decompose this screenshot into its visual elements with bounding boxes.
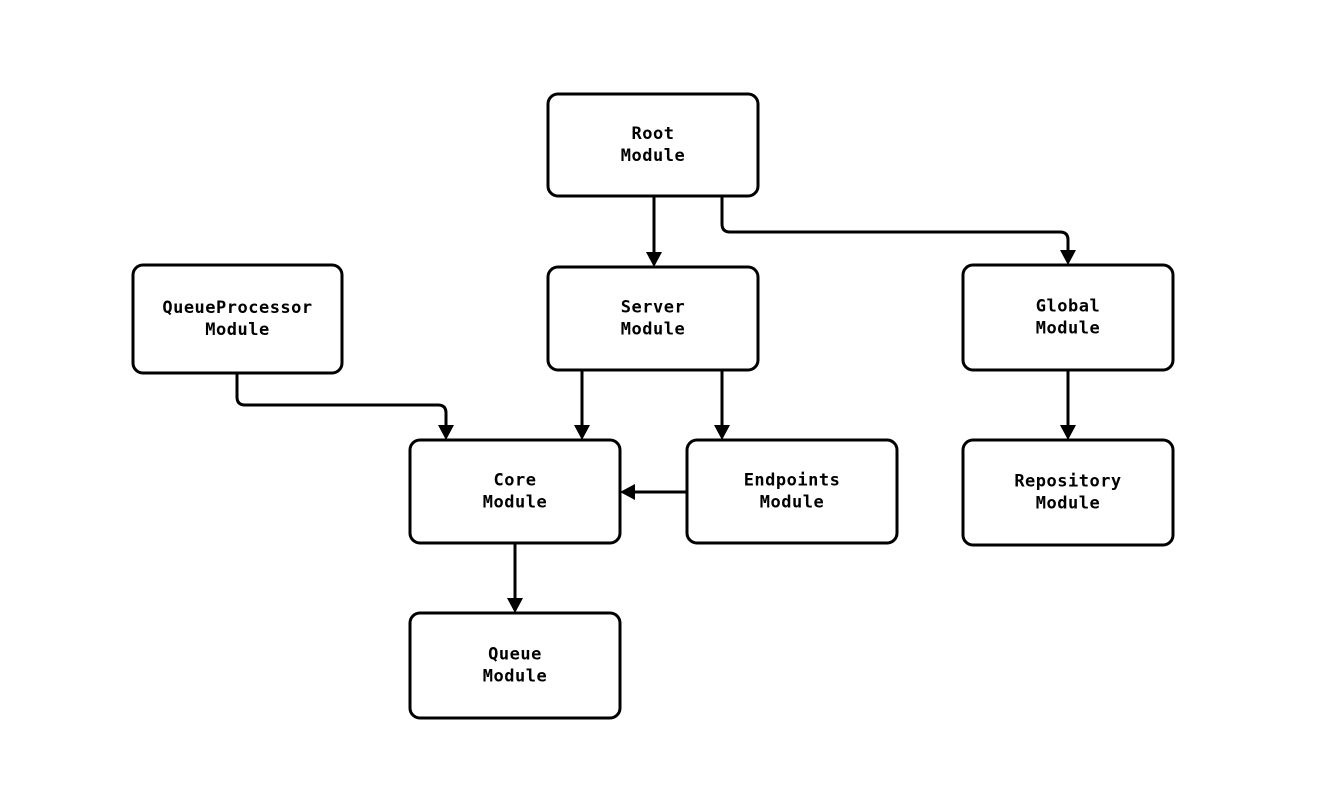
edge-root-to-global-line xyxy=(720,196,1070,251)
repository-module-box[interactable] xyxy=(961,438,1175,547)
root-module-box[interactable] xyxy=(546,92,760,198)
queueprocessor-module-label-line2: Module xyxy=(205,320,269,340)
queue-module-label-line1: Queue xyxy=(488,645,542,665)
server-module-box[interactable] xyxy=(546,265,760,372)
global-module-label-line1: Global xyxy=(1036,297,1100,317)
edge-root-to-global xyxy=(720,196,1076,265)
endpoints-module-box[interactable] xyxy=(685,438,899,545)
core-module-label-line2: Module xyxy=(483,493,547,513)
core-module-box[interactable] xyxy=(408,438,622,545)
repository-module-label-line2: Module xyxy=(1036,494,1100,514)
global-module-label-line2: Module xyxy=(1036,319,1100,339)
queueprocessor-module-box[interactable] xyxy=(131,263,344,375)
edge-global-to-repository xyxy=(1060,370,1076,440)
edge-endpoints-to-core xyxy=(620,484,687,500)
nodes-layer: RootModuleQueueProcessorModuleServerModu… xyxy=(131,92,1175,720)
edge-core-to-queue xyxy=(507,543,523,613)
edge-server-to-core xyxy=(574,370,590,440)
root-module-label-line2: Module xyxy=(621,146,685,166)
edge-queueprocessor-to-core-arrowhead xyxy=(438,425,454,440)
endpoints-module-label-line2: Module xyxy=(760,493,824,513)
edge-core-to-queue-arrowhead xyxy=(507,598,523,613)
edge-queueprocessor-to-core-line xyxy=(235,373,448,426)
edge-server-to-endpoints-arrowhead xyxy=(714,425,730,440)
global-module-box[interactable] xyxy=(961,263,1175,372)
edge-root-to-server-arrowhead xyxy=(646,252,662,267)
edge-global-to-repository-arrowhead xyxy=(1060,425,1076,440)
endpoints-module-label-line1: Endpoints xyxy=(744,471,841,491)
server-module-label-line1: Server xyxy=(621,298,685,318)
repository-module-label-line1: Repository xyxy=(1014,472,1121,492)
edge-root-to-server xyxy=(646,196,662,267)
queue-module-box[interactable] xyxy=(408,611,622,720)
edge-root-to-global-arrowhead xyxy=(1060,250,1076,265)
queueprocessor-module-label-line1: QueueProcessor xyxy=(162,298,312,318)
edge-endpoints-to-core-arrowhead xyxy=(620,484,635,500)
server-module-label-line2: Module xyxy=(621,320,685,340)
core-module-label-line1: Core xyxy=(494,471,537,491)
edges-layer xyxy=(235,196,1076,613)
root-module-label-line1: Root xyxy=(632,124,675,144)
queue-module-label-line2: Module xyxy=(483,667,547,687)
edge-server-to-endpoints xyxy=(714,370,730,440)
edge-server-to-core-arrowhead xyxy=(574,425,590,440)
edge-queueprocessor-to-core xyxy=(235,373,454,440)
